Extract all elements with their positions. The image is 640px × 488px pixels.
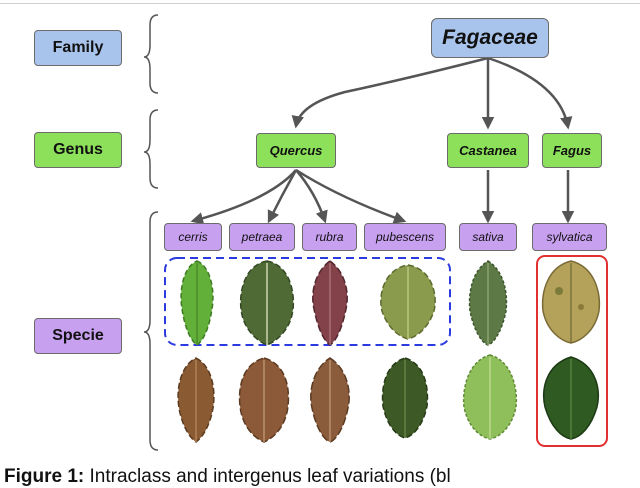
specie-pubescens-label: pubescens — [375, 230, 435, 244]
leaf-pubescens-top — [380, 264, 436, 340]
family-brace — [143, 14, 159, 94]
specie-brace — [143, 211, 159, 451]
leaf-petraea-top — [239, 260, 295, 346]
leaf-sativa-top — [468, 260, 508, 346]
caption-text: Intraclass and intergenus leaf variation… — [84, 466, 451, 487]
specie-sylvatica-label: sylvatica — [546, 230, 593, 244]
arrow-family-quercus — [291, 56, 489, 129]
genus-node-fagus: Fagus — [542, 133, 602, 168]
arrow-quercus-pubescens — [295, 168, 407, 224]
leaf-cerris-top — [180, 260, 214, 346]
leaf-petraea-bottom — [238, 357, 290, 443]
specie-rubra-label: rubra — [315, 230, 344, 244]
level-genus-box: Genus — [34, 132, 122, 168]
level-specie-label: Specie — [52, 327, 104, 344]
family-node-fagaceae: Fagaceae — [431, 18, 549, 58]
genus-node-castanea: Castanea — [447, 133, 529, 168]
specie-sativa-label: sativa — [472, 230, 504, 244]
arrow-quercus-rubra — [295, 169, 328, 224]
arrow-quercus-petraea — [267, 169, 298, 224]
fagus-leaf-group-outline — [536, 255, 608, 447]
specie-node-rubra: rubra — [302, 223, 357, 251]
arrow-family-fagus — [487, 56, 573, 130]
leaf-cerris-bottom — [177, 357, 215, 443]
genus-brace — [143, 109, 159, 189]
quercus-leaf-group-outline — [164, 257, 451, 346]
specie-node-cerris: cerris — [164, 223, 222, 251]
genus-quercus-label: Quercus — [269, 143, 323, 158]
arrow-quercus-cerris — [190, 169, 297, 225]
specie-node-petraea: petraea — [229, 223, 295, 251]
leaf-rubra-top — [312, 260, 348, 346]
family-node-label: Fagaceae — [442, 26, 538, 49]
leaf-sativa-bottom — [462, 354, 518, 440]
level-family-label: Family — [52, 39, 104, 56]
specie-node-sativa: sativa — [459, 223, 517, 251]
level-family-box: Family — [34, 30, 122, 66]
specie-node-pubescens: pubescens — [364, 223, 446, 251]
leaf-pubescens-bottom — [381, 357, 429, 439]
caption-lead: Figure 1: — [4, 466, 85, 487]
specie-petraea-label: petraea — [241, 230, 283, 244]
specie-cerris-label: cerris — [178, 230, 208, 244]
leaf-sylvatica-top — [541, 260, 601, 344]
genus-node-quercus: Quercus — [256, 133, 336, 168]
level-genus-label: Genus — [53, 141, 103, 158]
figure-caption: Figure 1: Intraclass and intergenus leaf… — [4, 466, 451, 488]
genus-fagus-label: Fagus — [552, 143, 592, 158]
leaf-rubra-bottom — [310, 357, 350, 443]
level-specie-box: Specie — [34, 318, 122, 354]
specie-node-sylvatica: sylvatica — [532, 223, 607, 251]
genus-castanea-label: Castanea — [459, 143, 517, 158]
top-rule — [0, 3, 640, 4]
leaf-sylvatica-bottom — [542, 356, 600, 440]
